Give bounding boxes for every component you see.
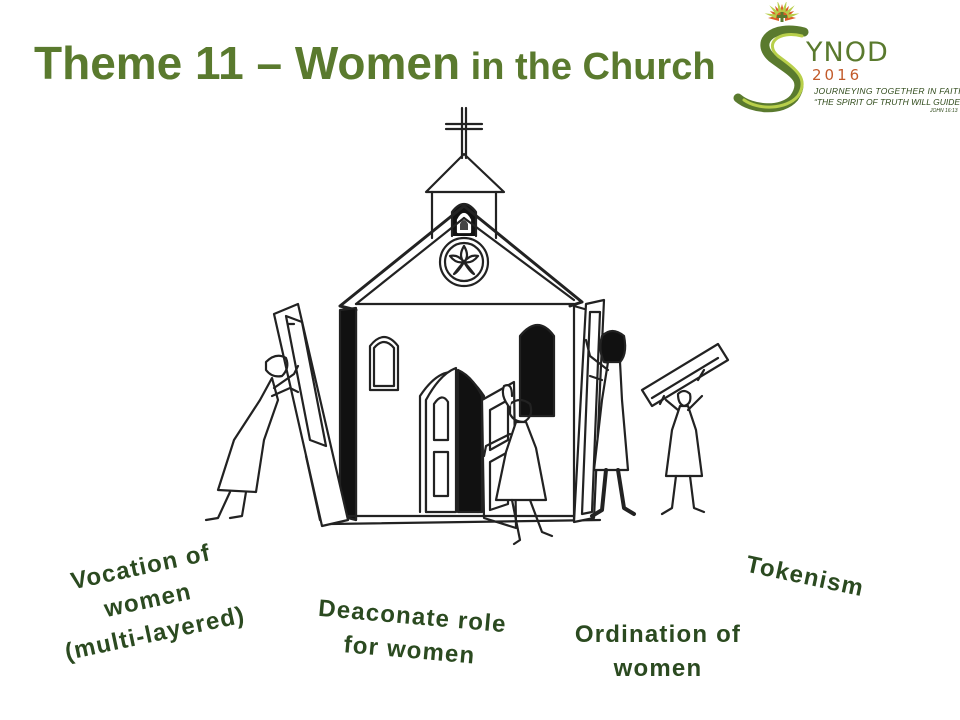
sunburst-icon [764,2,800,22]
rose-window [438,236,490,288]
church-with-women-illustration [204,106,730,546]
label-deaconate-role: Deaconate role for women [303,591,518,677]
slide-title: Theme 11 – Women in the Church [34,36,716,90]
left-wall-panel [272,302,350,528]
label-ordination-of-women: Ordination of women [560,618,756,686]
label-tokenism-text: Tokenism [743,550,867,603]
label-ordination-line1: Ordination of [574,621,742,648]
woman-figure-right [584,329,636,518]
woman-figure-door [482,384,554,546]
belfry [424,152,506,240]
logo-reference: JOHN 16:13 [930,108,958,114]
label-tokenism: Tokenism [738,547,872,607]
logo-year-text: 2016 [812,66,863,84]
label-ordination-line2: women [613,655,703,682]
label-vocation-of-women: Vocation of women (multi-layered) [30,528,266,674]
logo-quote: “THE SPIRIT OF TRUTH WILL GUIDE YOU” [814,97,960,107]
logo-ynod-text: YNOD [806,37,889,68]
logo-tagline: JOURNEYING TOGETHER IN FAITH [814,86,960,96]
cross-icon [444,106,484,160]
woman-figure-far-right [640,342,730,516]
title-rest: in the Church [460,46,716,88]
synod-logo-icon [733,2,809,113]
right-wall-panel [572,298,606,524]
title-main: Theme 11 – Women [34,37,461,89]
woman-figure-left [204,354,300,522]
